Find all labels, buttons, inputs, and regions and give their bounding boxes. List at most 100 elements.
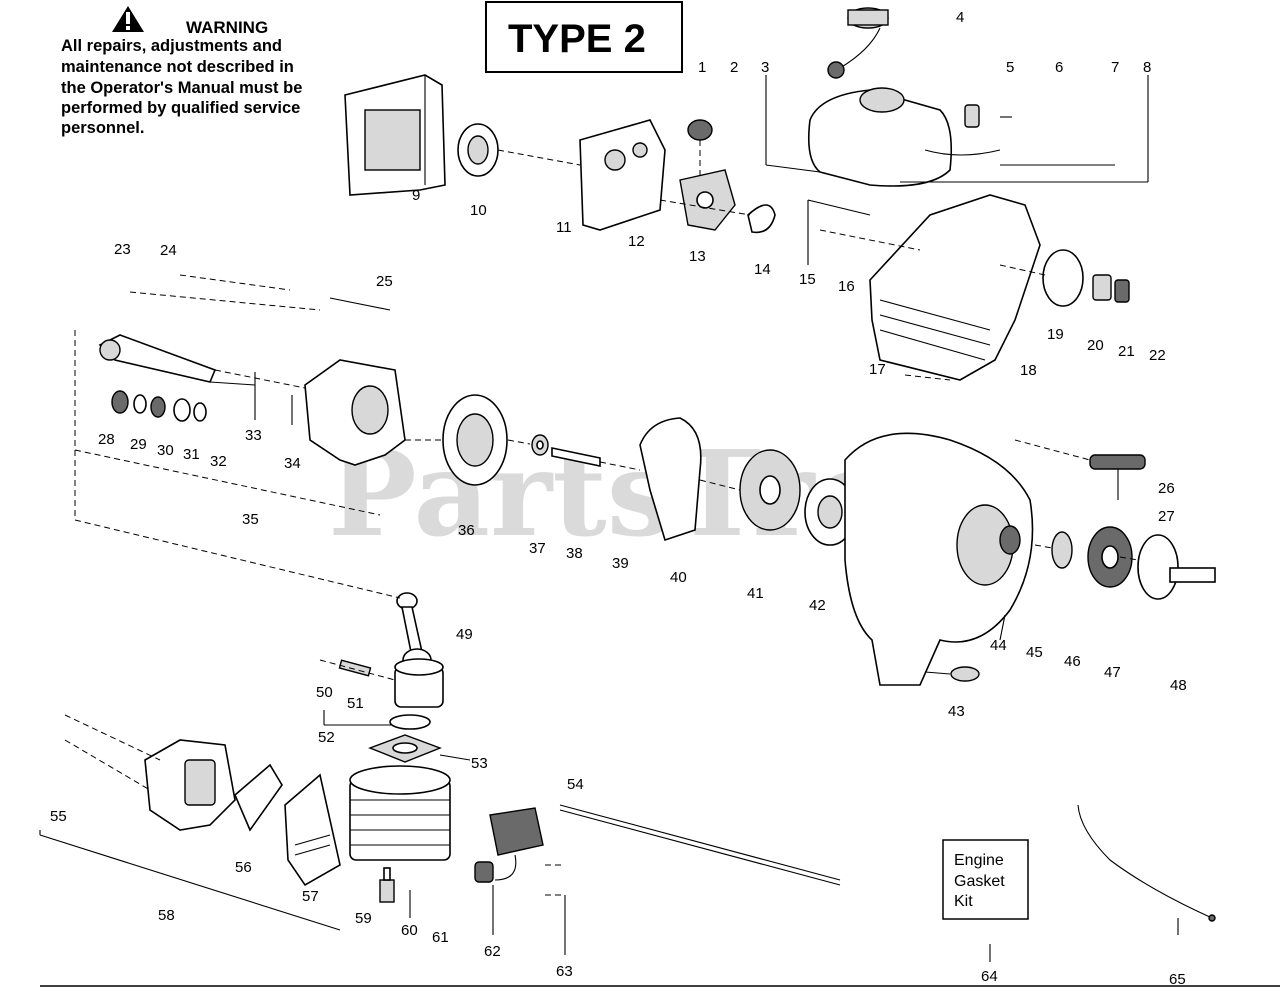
callout-34: 34 — [284, 455, 301, 472]
washer — [531, 434, 549, 456]
callout-3: 3 — [761, 59, 769, 76]
callout-43: 43 — [948, 703, 965, 720]
callout-24: 24 — [160, 242, 177, 259]
callout-6: 6 — [1055, 59, 1063, 76]
engine-housing — [869, 194, 1041, 381]
callout-8: 8 — [1143, 59, 1151, 76]
callout-63: 63 — [556, 963, 573, 980]
callout-19: 19 — [1047, 326, 1064, 343]
callout-45: 45 — [1026, 644, 1043, 661]
drive-pin — [551, 447, 601, 467]
clutch-drum — [1137, 534, 1216, 600]
fuel-cap — [827, 7, 889, 79]
callout-5: 5 — [1006, 59, 1014, 76]
cylinder-gasket — [368, 734, 442, 763]
type-label: TYPE 2 — [508, 17, 646, 61]
callout-56: 56 — [235, 859, 252, 876]
callout-48: 48 — [1170, 677, 1187, 694]
callout-20: 20 — [1087, 337, 1104, 354]
callout-numbers: 1 2 3 4 5 6 7 8 9 10 11 12 13 14 15 16 1… — [50, 9, 1187, 988]
leader-lines — [39, 75, 1179, 962]
callout-46: 46 — [1064, 653, 1081, 670]
callout-30: 30 — [157, 442, 174, 459]
callout-60: 60 — [401, 922, 418, 939]
callout-29: 29 — [130, 436, 147, 453]
fuel-tank — [807, 87, 1001, 187]
callout-21: 21 — [1118, 343, 1135, 360]
engine-gasket-kit-box: Engine Gasket Kit — [942, 839, 1029, 920]
heat-shield — [284, 773, 341, 887]
housing-clips — [1092, 274, 1130, 303]
callout-54: 54 — [567, 776, 584, 793]
crankcase — [304, 359, 406, 466]
warning-line: All repairs, adjustments and — [61, 37, 282, 55]
callout-16: 16 — [838, 278, 855, 295]
callout-42: 42 — [809, 597, 826, 614]
callout-26: 26 — [1158, 480, 1175, 497]
callout-53: 53 — [471, 755, 488, 772]
spark-plug — [379, 867, 395, 903]
callout-11: 11 — [556, 219, 572, 236]
part-drawings — [98, 7, 1216, 922]
callout-51: 51 — [347, 695, 364, 712]
callout-49: 49 — [456, 626, 473, 643]
callout-1: 1 — [698, 59, 706, 76]
callout-47: 47 — [1104, 664, 1121, 681]
cylinder — [349, 765, 451, 861]
callout-40: 40 — [670, 569, 687, 586]
warning-line: performed by qualified service — [61, 99, 300, 117]
callout-4: 4 — [956, 9, 964, 26]
callout-27: 27 — [1158, 508, 1175, 525]
muffler — [144, 739, 236, 831]
callout-52: 52 — [318, 729, 335, 746]
air-filter-element — [457, 123, 499, 177]
primer-bulb — [687, 119, 713, 141]
callout-41: 41 — [747, 585, 764, 602]
callout-10: 10 — [470, 202, 487, 219]
starter-handle — [1089, 454, 1146, 500]
callout-44: 44 — [990, 637, 1007, 654]
callout-15: 15 — [799, 271, 816, 288]
starter-pulley — [739, 449, 801, 531]
warning-title: WARNING — [186, 18, 268, 37]
air-filter-housing — [344, 74, 446, 196]
callout-55: 55 — [50, 808, 67, 825]
warning-triangle-icon — [112, 6, 144, 32]
callout-39: 39 — [612, 555, 629, 572]
warning-notice: WARNING All repairs, adjustments and mai… — [61, 6, 302, 137]
muffler-gasket — [234, 763, 283, 832]
callout-36: 36 — [458, 522, 475, 539]
callout-33: 33 — [245, 427, 262, 444]
type-label-box: TYPE 2 — [485, 1, 683, 73]
callout-13: 13 — [689, 248, 706, 265]
callout-37: 37 — [529, 540, 546, 557]
callout-18: 18 — [1020, 362, 1037, 379]
callout-7: 7 — [1111, 59, 1119, 76]
warning-line: personnel. — [61, 119, 144, 137]
piston — [338, 658, 444, 708]
callout-62: 62 — [484, 943, 501, 960]
housing-ring — [1042, 249, 1084, 307]
flywheel — [442, 394, 508, 486]
warning-line: maintenance not described in — [61, 58, 294, 76]
piston-ring — [389, 714, 431, 730]
clutch-washer — [1051, 531, 1073, 569]
callout-28: 28 — [98, 431, 115, 448]
callout-9: 9 — [412, 187, 420, 204]
carburetor-adapter-plate — [579, 119, 666, 231]
recoil-spring — [804, 478, 856, 546]
callout-61: 61 — [432, 929, 449, 946]
callout-22: 22 — [1149, 347, 1166, 364]
fuel-filter — [964, 104, 980, 128]
kit-label-line: Engine — [954, 852, 1004, 869]
callout-2: 2 — [730, 59, 738, 76]
callout-12: 12 — [628, 233, 645, 250]
kit-label-line: Gasket — [954, 873, 1005, 890]
callout-25: 25 — [376, 273, 393, 290]
ignition-module — [474, 807, 544, 883]
callout-59: 59 — [355, 910, 372, 927]
clutch — [1087, 526, 1133, 588]
carburetor — [679, 169, 736, 231]
callout-50: 50 — [316, 684, 333, 701]
